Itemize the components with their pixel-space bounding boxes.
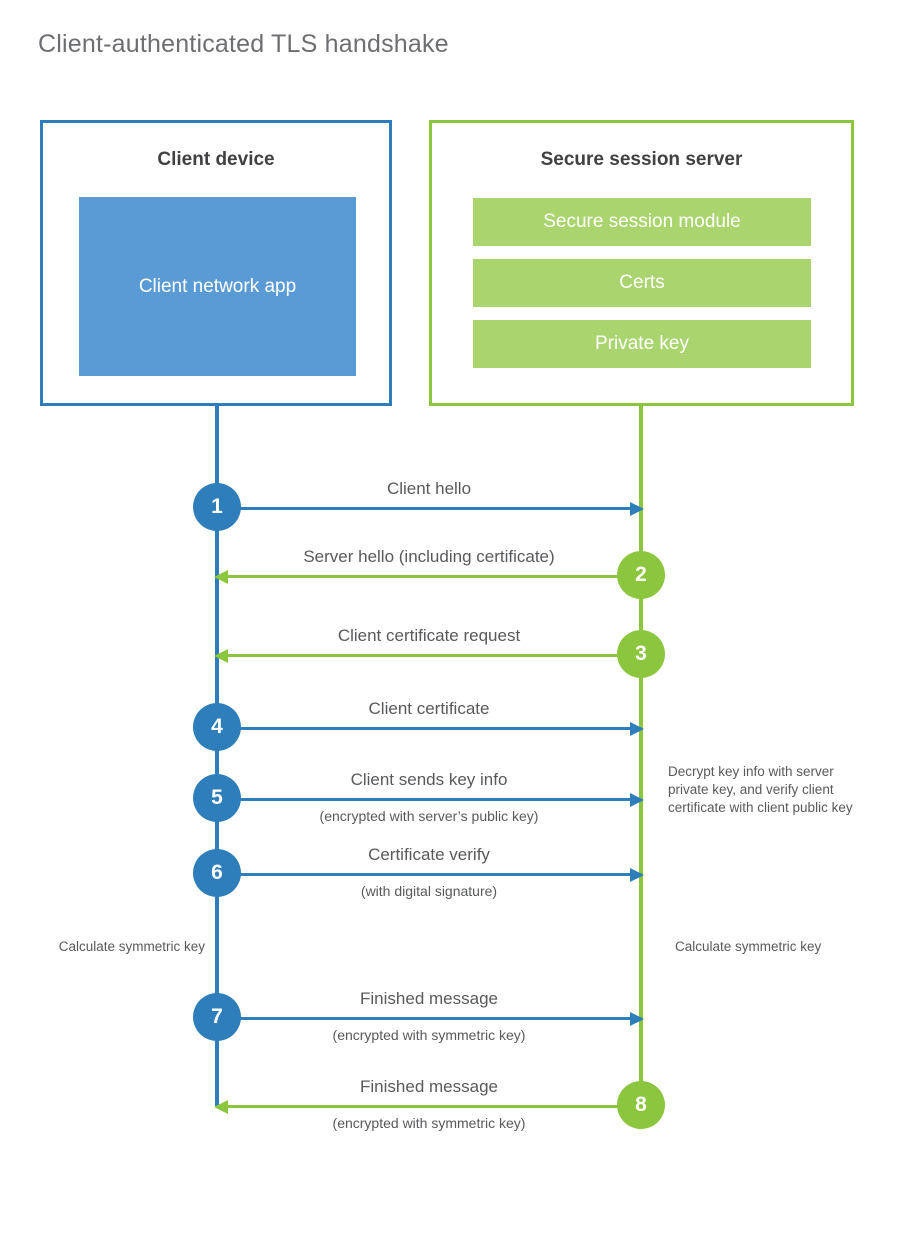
- server-component-private-key: Private key: [473, 320, 811, 368]
- step-badge-5: 5: [193, 774, 241, 822]
- arrow-head-icon-5: [630, 792, 644, 807]
- step-badge-4: 4: [193, 703, 241, 751]
- arrow-head-icon-6: [630, 867, 644, 882]
- client-device-box: Client device Client network app: [40, 120, 392, 406]
- message-sublabel-8: (encrypted with symmetric key): [332, 1115, 526, 1131]
- message-arrow-1: [217, 507, 641, 510]
- message-label-6: Certificate verify: [368, 845, 490, 864]
- message-arrow-4: [217, 727, 641, 730]
- message-label-5: Client sends key info: [350, 770, 508, 789]
- step-badge-6: 6: [193, 849, 241, 897]
- arrow-head-icon-1: [630, 501, 644, 516]
- arrow-head-icon-8: [214, 1099, 228, 1114]
- server-component-list: Secure session module Certs Private key: [473, 198, 811, 368]
- page-title: Client-authenticated TLS handshake: [38, 30, 449, 58]
- arrow-head-icon-7: [630, 1011, 644, 1026]
- client-network-app-block: Client network app: [79, 197, 356, 376]
- step-badge-2: 2: [617, 551, 665, 599]
- message-label-3: Client certificate request: [337, 626, 521, 645]
- step-badge-7: 7: [193, 993, 241, 1041]
- message-sublabel-7: (encrypted with symmetric key): [332, 1027, 526, 1043]
- note-server-decrypt: Decrypt key info with server private key…: [668, 764, 853, 815]
- message-sublabel-5: (encrypted with server’s public key): [319, 808, 539, 824]
- server-component-secure-session-module: Secure session module: [473, 198, 811, 246]
- step-badge-3: 3: [617, 630, 665, 678]
- message-label-1: Client hello: [386, 479, 472, 498]
- message-arrow-5: [217, 798, 641, 801]
- message-label-7: Finished message: [360, 989, 498, 1008]
- secure-session-server-box: Secure session server Secure session mod…: [429, 120, 854, 406]
- message-label-8: Finished message: [360, 1077, 498, 1096]
- server-component-certs: Certs: [473, 259, 811, 307]
- secure-session-server-title: Secure session server: [540, 149, 743, 170]
- message-arrow-7: [217, 1017, 641, 1020]
- message-label-2: Server hello (including certificate): [303, 547, 555, 566]
- step-badge-8: 8: [617, 1081, 665, 1129]
- server-lifeline: [639, 406, 643, 1106]
- arrow-head-icon-3: [214, 648, 228, 663]
- arrow-head-icon-4: [630, 721, 644, 736]
- message-arrow-8: [217, 1105, 641, 1108]
- message-arrow-2: [217, 575, 641, 578]
- step-badge-1: 1: [193, 483, 241, 531]
- message-sublabel-6: (with digital signature): [360, 883, 498, 899]
- note-client-calculate-symmetric-key: Calculate symmetric key: [58, 939, 205, 954]
- message-label-4: Client certificate: [368, 699, 490, 718]
- message-arrow-6: [217, 873, 641, 876]
- client-device-title: Client device: [157, 149, 275, 170]
- client-lifeline: [215, 406, 219, 1106]
- message-arrow-3: [217, 654, 641, 657]
- note-server-calculate-symmetric-key: Calculate symmetric key: [675, 939, 822, 954]
- arrow-head-icon-2: [214, 569, 228, 584]
